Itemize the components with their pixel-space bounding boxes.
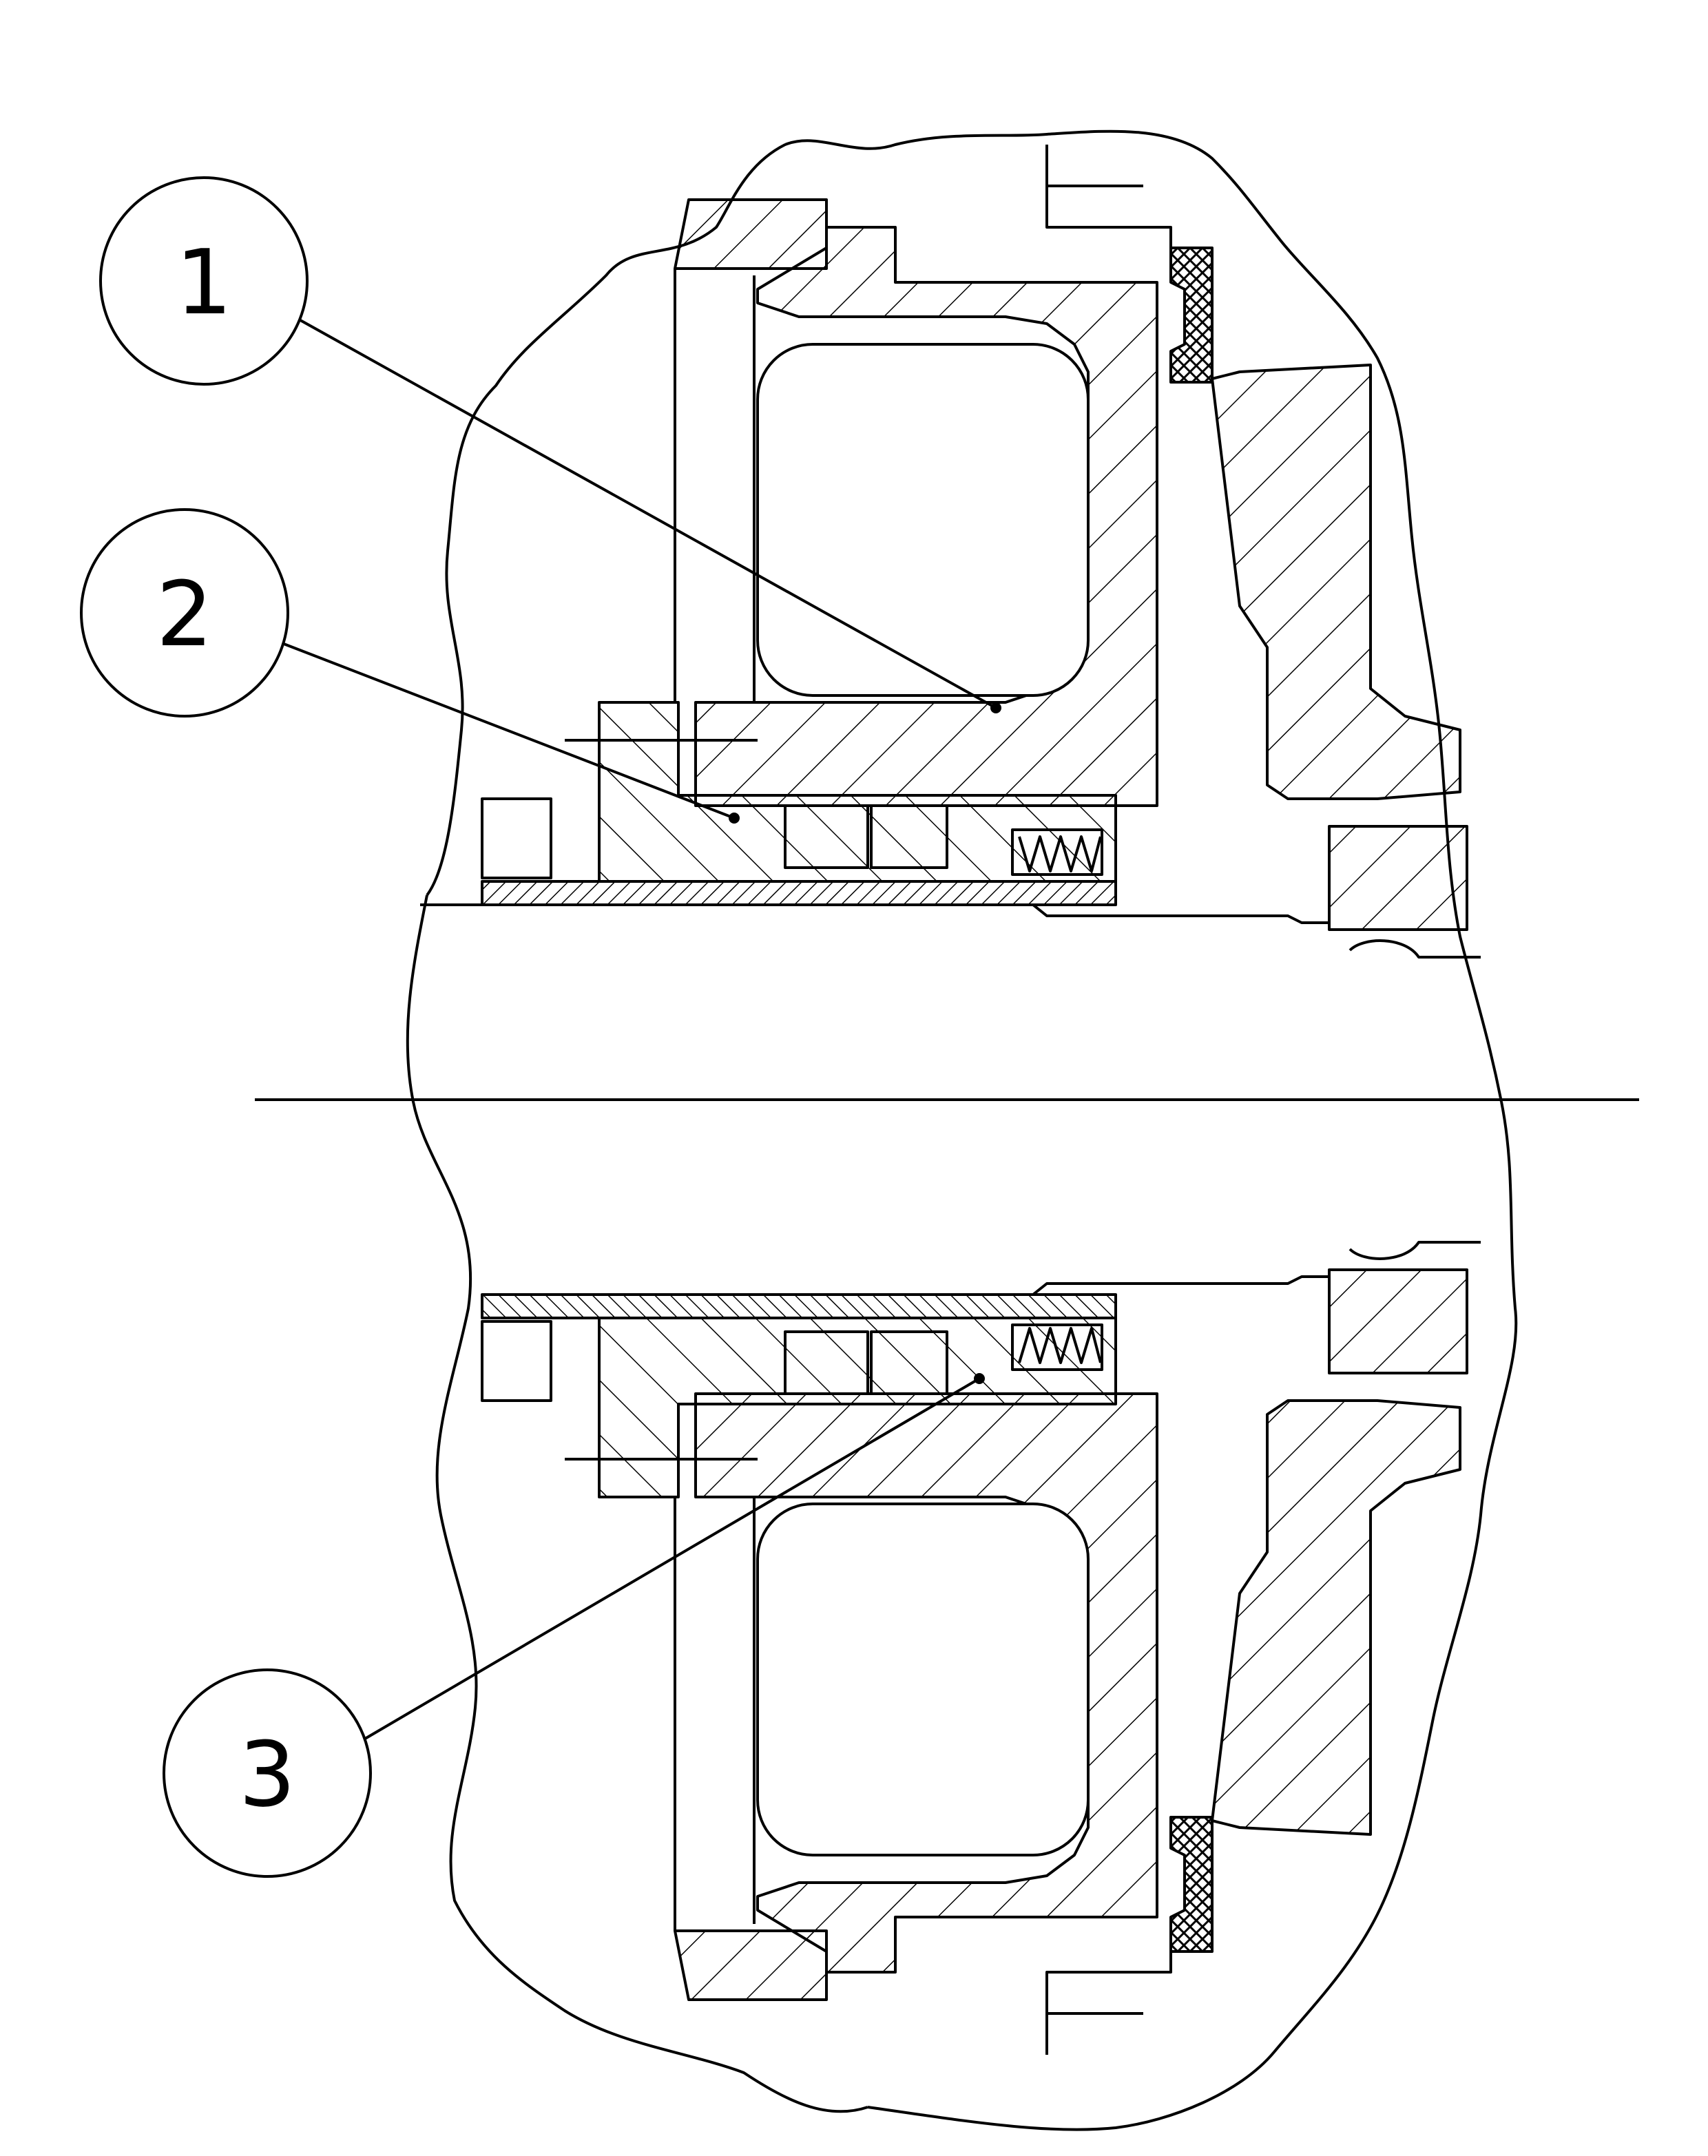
oring-left-bottom xyxy=(481,1320,552,1402)
housing-block-top xyxy=(1328,825,1468,931)
gland-plate-bottom xyxy=(674,1929,828,2001)
oring-left-top xyxy=(481,797,552,879)
callout-label-3: 3 xyxy=(239,1722,296,1827)
housing-bottom xyxy=(1211,1399,1461,1836)
housing-top xyxy=(1211,364,1461,800)
leader-line-3 xyxy=(364,1377,981,1740)
leader-dot-3 xyxy=(974,1373,985,1384)
inner-cavity-top xyxy=(756,343,1090,697)
spring-bottom xyxy=(1018,1327,1102,1364)
spring-housing-top xyxy=(1011,828,1103,876)
gasket-top xyxy=(1169,247,1214,384)
oring-mid-bottom xyxy=(784,1330,869,1395)
gland-bolt-top xyxy=(1045,145,1172,248)
leader-dot-1 xyxy=(990,702,1001,713)
callout-circle-2 xyxy=(80,508,289,718)
break-outline-mid-right xyxy=(867,1101,1518,2131)
shaft-step-top xyxy=(1032,903,1329,924)
gland-plate-top xyxy=(674,198,828,270)
leader-line-1 xyxy=(300,319,997,709)
leader-dot-2 xyxy=(729,813,740,824)
gasket-bottom xyxy=(1169,1816,1214,1953)
callout-label-1: 1 xyxy=(176,230,233,335)
callout-circle-3 xyxy=(163,1668,372,1878)
housing-block-bottom xyxy=(1328,1268,1468,1374)
spring-housing-bottom xyxy=(1011,1323,1103,1371)
oring-mid-top xyxy=(784,804,869,869)
spring-top xyxy=(1018,835,1102,872)
gland-bolt-bottom xyxy=(1045,1951,1172,2055)
pin-top xyxy=(1348,939,1481,959)
oring-mid2-top xyxy=(870,804,948,869)
shaft-sleeve-bottom xyxy=(481,1293,1117,1319)
leader-line-2 xyxy=(283,642,735,819)
pin-bottom xyxy=(1348,1241,1481,1260)
shaft-sleeve-top xyxy=(481,880,1117,906)
callout-label-2: 2 xyxy=(156,562,214,667)
shaft-step-bottom xyxy=(1032,1275,1329,1296)
inner-cavity-bottom xyxy=(756,1503,1090,1856)
break-outline-mid-left xyxy=(406,894,868,2113)
oring-mid2-bottom xyxy=(870,1330,948,1395)
callout-circle-1 xyxy=(99,176,309,386)
